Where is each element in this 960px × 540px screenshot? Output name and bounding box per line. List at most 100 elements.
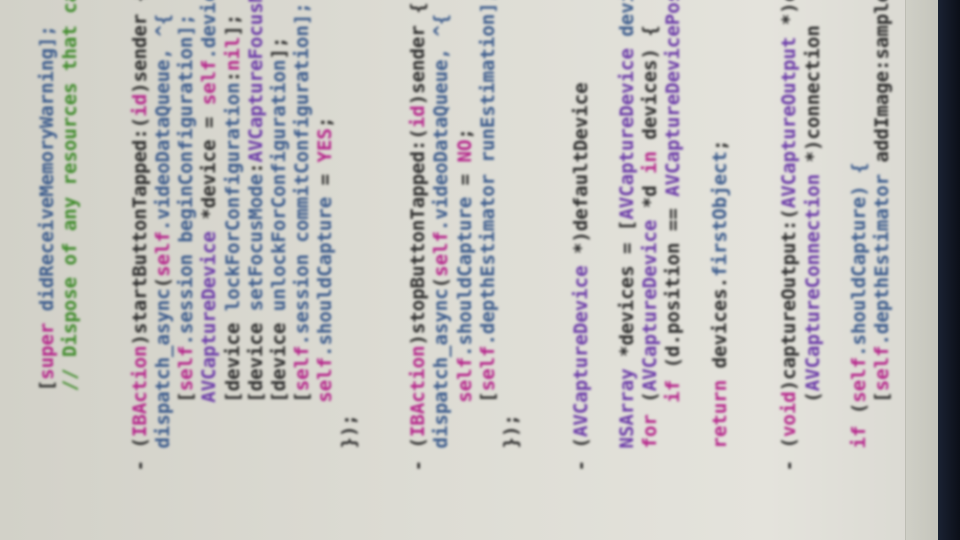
code-token: [ bbox=[36, 379, 58, 392]
code-token: ( bbox=[430, 276, 453, 289]
code-token: NSArray bbox=[616, 368, 638, 449]
code-token: self bbox=[175, 345, 198, 392]
code-token: setFocusMode bbox=[244, 173, 267, 312]
code-line: [device unlockForConfiguration]; bbox=[268, 37, 290, 540]
code-token: )stopButtonTapped:( bbox=[407, 128, 430, 346]
code-token: self bbox=[291, 345, 314, 392]
code-token bbox=[709, 448, 731, 540]
code-token: )sender { bbox=[128, 0, 151, 94]
code-token: AVCaptureOutput bbox=[778, 36, 801, 209]
code-token: *)connection bbox=[801, 25, 824, 174]
code-token: dispatch_async bbox=[430, 288, 453, 449]
code-token: .shouldCapture bbox=[453, 196, 476, 357]
code-token: AVCaptureDevice bbox=[616, 48, 638, 220]
code-token: .shouldCapture bbox=[314, 196, 337, 357]
code-token: in bbox=[639, 151, 662, 174]
code-line: for (AVCaptureDevice *d in devices) { bbox=[639, 25, 661, 540]
code-line: }); bbox=[500, 414, 522, 540]
code-token bbox=[198, 403, 220, 540]
code-token: addImage:sampleBuffer]; bbox=[871, 0, 894, 174]
code-token: (d.position == bbox=[662, 196, 685, 380]
code-token: if bbox=[662, 379, 685, 403]
code-token: IBAction bbox=[407, 345, 430, 438]
code-token bbox=[152, 448, 174, 540]
code-token: - ( bbox=[407, 437, 430, 540]
code-token: : bbox=[244, 162, 267, 174]
code-line: [self.session beginConfiguration]; bbox=[175, 14, 197, 540]
code-token: unlockForConfiguration bbox=[268, 59, 290, 312]
code-line: }); bbox=[338, 414, 360, 540]
code-line: return devices.firstObject; bbox=[709, 140, 731, 540]
code-token: )sender { bbox=[407, 2, 430, 106]
code-token: nil bbox=[221, 36, 244, 71]
code-token: ]; bbox=[221, 13, 244, 37]
code-line: if (d.position == AVCaptureDevicePositio… bbox=[662, 0, 684, 540]
code-line: - (void)captureOutput:(AVCaptureOutput *… bbox=[778, 0, 800, 540]
code-token bbox=[662, 403, 684, 540]
code-token: [ bbox=[476, 391, 499, 540]
code-token: .session commitConfiguration]; bbox=[291, 2, 314, 346]
code-line: NSArray *devices = [AVCaptureDevice devi… bbox=[616, 0, 638, 540]
code-token: - ( bbox=[778, 437, 801, 540]
code-line: - (IBAction)stopButtonTapped:(id)sender … bbox=[407, 2, 429, 540]
code-token: self bbox=[453, 356, 476, 403]
code-token: AVCaptureConnection bbox=[801, 173, 824, 392]
code-token: = bbox=[314, 162, 337, 197]
code-token bbox=[430, 448, 452, 540]
code-token bbox=[59, 391, 81, 540]
code-token: devices) { bbox=[639, 25, 662, 152]
code-token: [ bbox=[291, 391, 314, 540]
code-token: devices. bbox=[708, 276, 731, 380]
code-token: .videoDataQueue, ^{ bbox=[430, 13, 453, 232]
code-token: AVCaptureDevicePositionBack bbox=[662, 0, 685, 197]
code-token bbox=[848, 448, 870, 540]
code-line: [self.depthEstimator runEstimation]; bbox=[477, 0, 499, 540]
code-token: YES bbox=[314, 128, 337, 163]
code-line: AVCaptureDevice *device = self.deviceInp… bbox=[198, 0, 220, 540]
code-token: .videoDataQueue, ^{ bbox=[152, 13, 174, 232]
code-token: dispatch_async bbox=[152, 288, 174, 449]
code-token: devicesWithMedia bbox=[616, 0, 638, 48]
code-token: self bbox=[314, 356, 337, 403]
code-line: self.shouldCapture = NO; bbox=[454, 128, 476, 540]
code-token: ( bbox=[848, 402, 870, 426]
code-token: [ bbox=[871, 391, 894, 540]
code-token: id bbox=[128, 93, 151, 117]
code-token: ]; bbox=[268, 36, 290, 60]
code-token: ; bbox=[708, 139, 731, 152]
code-token: self bbox=[871, 345, 894, 392]
code-line: [device lockForConfiguration:nil]; bbox=[222, 14, 244, 540]
code-token: ; bbox=[314, 116, 337, 129]
code-token: AVCaptureFocusModeLocked bbox=[244, 0, 267, 163]
code-token: )startButtonTapped:( bbox=[128, 116, 151, 346]
code-token: for bbox=[639, 414, 662, 449]
code-token: .shouldCapture) { bbox=[848, 162, 870, 357]
code-token: }); bbox=[337, 414, 360, 540]
code-token: *device = bbox=[198, 105, 221, 232]
code-token: = bbox=[453, 162, 476, 197]
code-token: // Dispose of any resources that can be … bbox=[59, 0, 82, 392]
code-token: AVCaptureDevice bbox=[569, 265, 592, 438]
code-line: [self.session commitConfiguration]; bbox=[291, 2, 313, 540]
code-token: ( bbox=[639, 391, 662, 415]
code-token: self bbox=[198, 59, 221, 106]
code-token: [ bbox=[175, 391, 198, 540]
code-token: self bbox=[430, 231, 453, 277]
code-line: - (IBAction)startButtonTapped:(id)sender… bbox=[129, 0, 151, 540]
code-token: .depthEstimator runEstimation]; bbox=[476, 0, 499, 346]
code-token: if bbox=[848, 425, 870, 449]
monitor-bezel bbox=[938, 0, 960, 540]
code-line: [self.depthEstimator addImage:sampleBuff… bbox=[871, 0, 893, 540]
code-line: if (self.shouldCapture) { bbox=[848, 162, 870, 540]
code-token bbox=[639, 448, 661, 540]
code-line: dispatch_async(self.videoDataQueue, ^{ bbox=[430, 14, 452, 540]
code-token: .depthEstimator bbox=[871, 173, 894, 346]
code-line: self.shouldCapture = YES; bbox=[314, 117, 336, 540]
code-token: )captureOutput:( bbox=[778, 208, 801, 392]
code-token: lockForConfiguration bbox=[221, 82, 244, 312]
code-token bbox=[454, 403, 476, 540]
code-token: [device bbox=[268, 311, 290, 540]
code-token: *devices = [ bbox=[616, 219, 638, 369]
